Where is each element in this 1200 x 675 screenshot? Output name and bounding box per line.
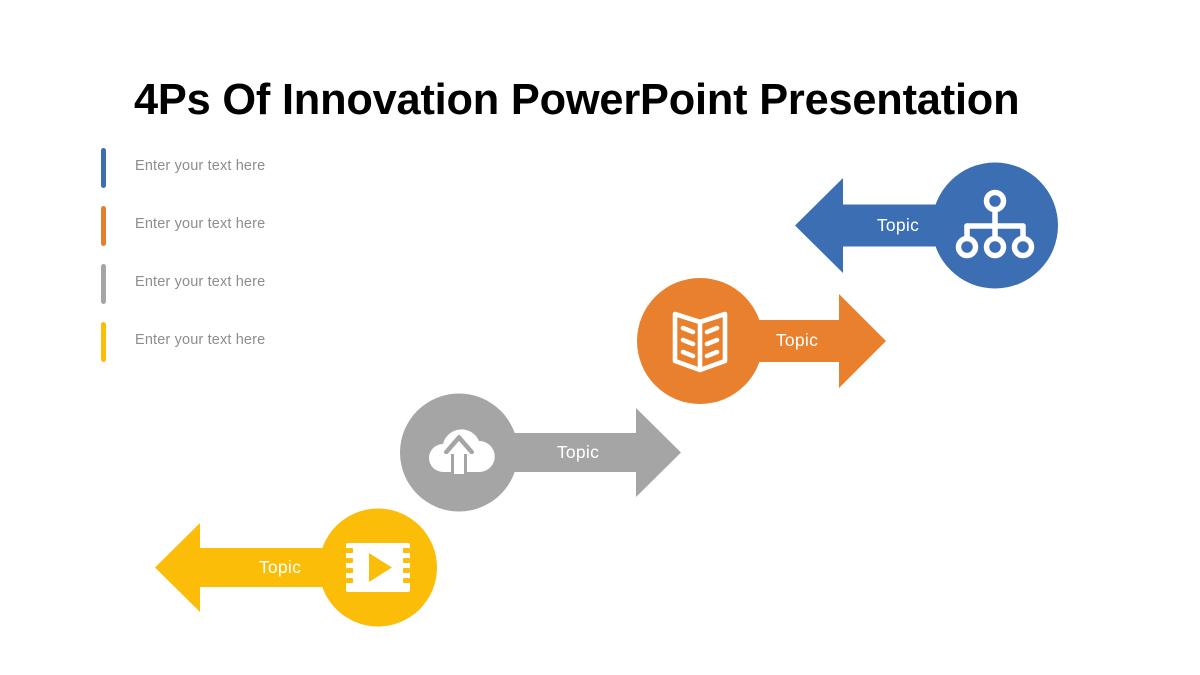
step-orange[interactable]: Topic (637, 275, 892, 407)
legend-color-bar (101, 322, 106, 362)
legend-color-bar (101, 206, 106, 246)
step-topic-label: Topic (775, 330, 819, 350)
step-topic-label: Topic (258, 557, 302, 577)
step-gray[interactable]: Topic (400, 390, 685, 515)
legend-item-label: Enter your text here (135, 332, 266, 348)
hierarchy-icon (955, 189, 1035, 259)
step-yellow[interactable]: Topic (152, 505, 437, 630)
legend-item-label: Enter your text here (135, 158, 266, 174)
legend-item-label: Enter your text here (135, 216, 266, 232)
legend-list: Enter your text here Enter your text her… (101, 148, 431, 380)
arrow-shape-left (795, 178, 1000, 273)
legend-item-4[interactable]: Enter your text here (101, 322, 431, 380)
legend-item-2[interactable]: Enter your text here (101, 206, 431, 264)
page-title: 4Ps Of Innovation PowerPoint Presentatio… (134, 75, 1020, 124)
legend-color-bar (101, 264, 106, 304)
arrow-shape-right (685, 294, 886, 388)
legend-color-bar (101, 148, 106, 188)
legend-item-label: Enter your text here (135, 274, 266, 290)
step-topic-label: Topic (556, 442, 600, 462)
arrow-shape-left (155, 523, 384, 612)
legend-item-1[interactable]: Enter your text here (101, 148, 431, 206)
step-topic-label: Topic (876, 215, 920, 235)
arrow-shape-right (450, 408, 681, 497)
legend-item-3[interactable]: Enter your text here (101, 264, 431, 322)
step-blue[interactable]: Topic (795, 158, 1065, 293)
video-film-perforations (346, 548, 410, 583)
cloud-upload-icon (429, 429, 495, 476)
open-book-icon (672, 311, 728, 373)
